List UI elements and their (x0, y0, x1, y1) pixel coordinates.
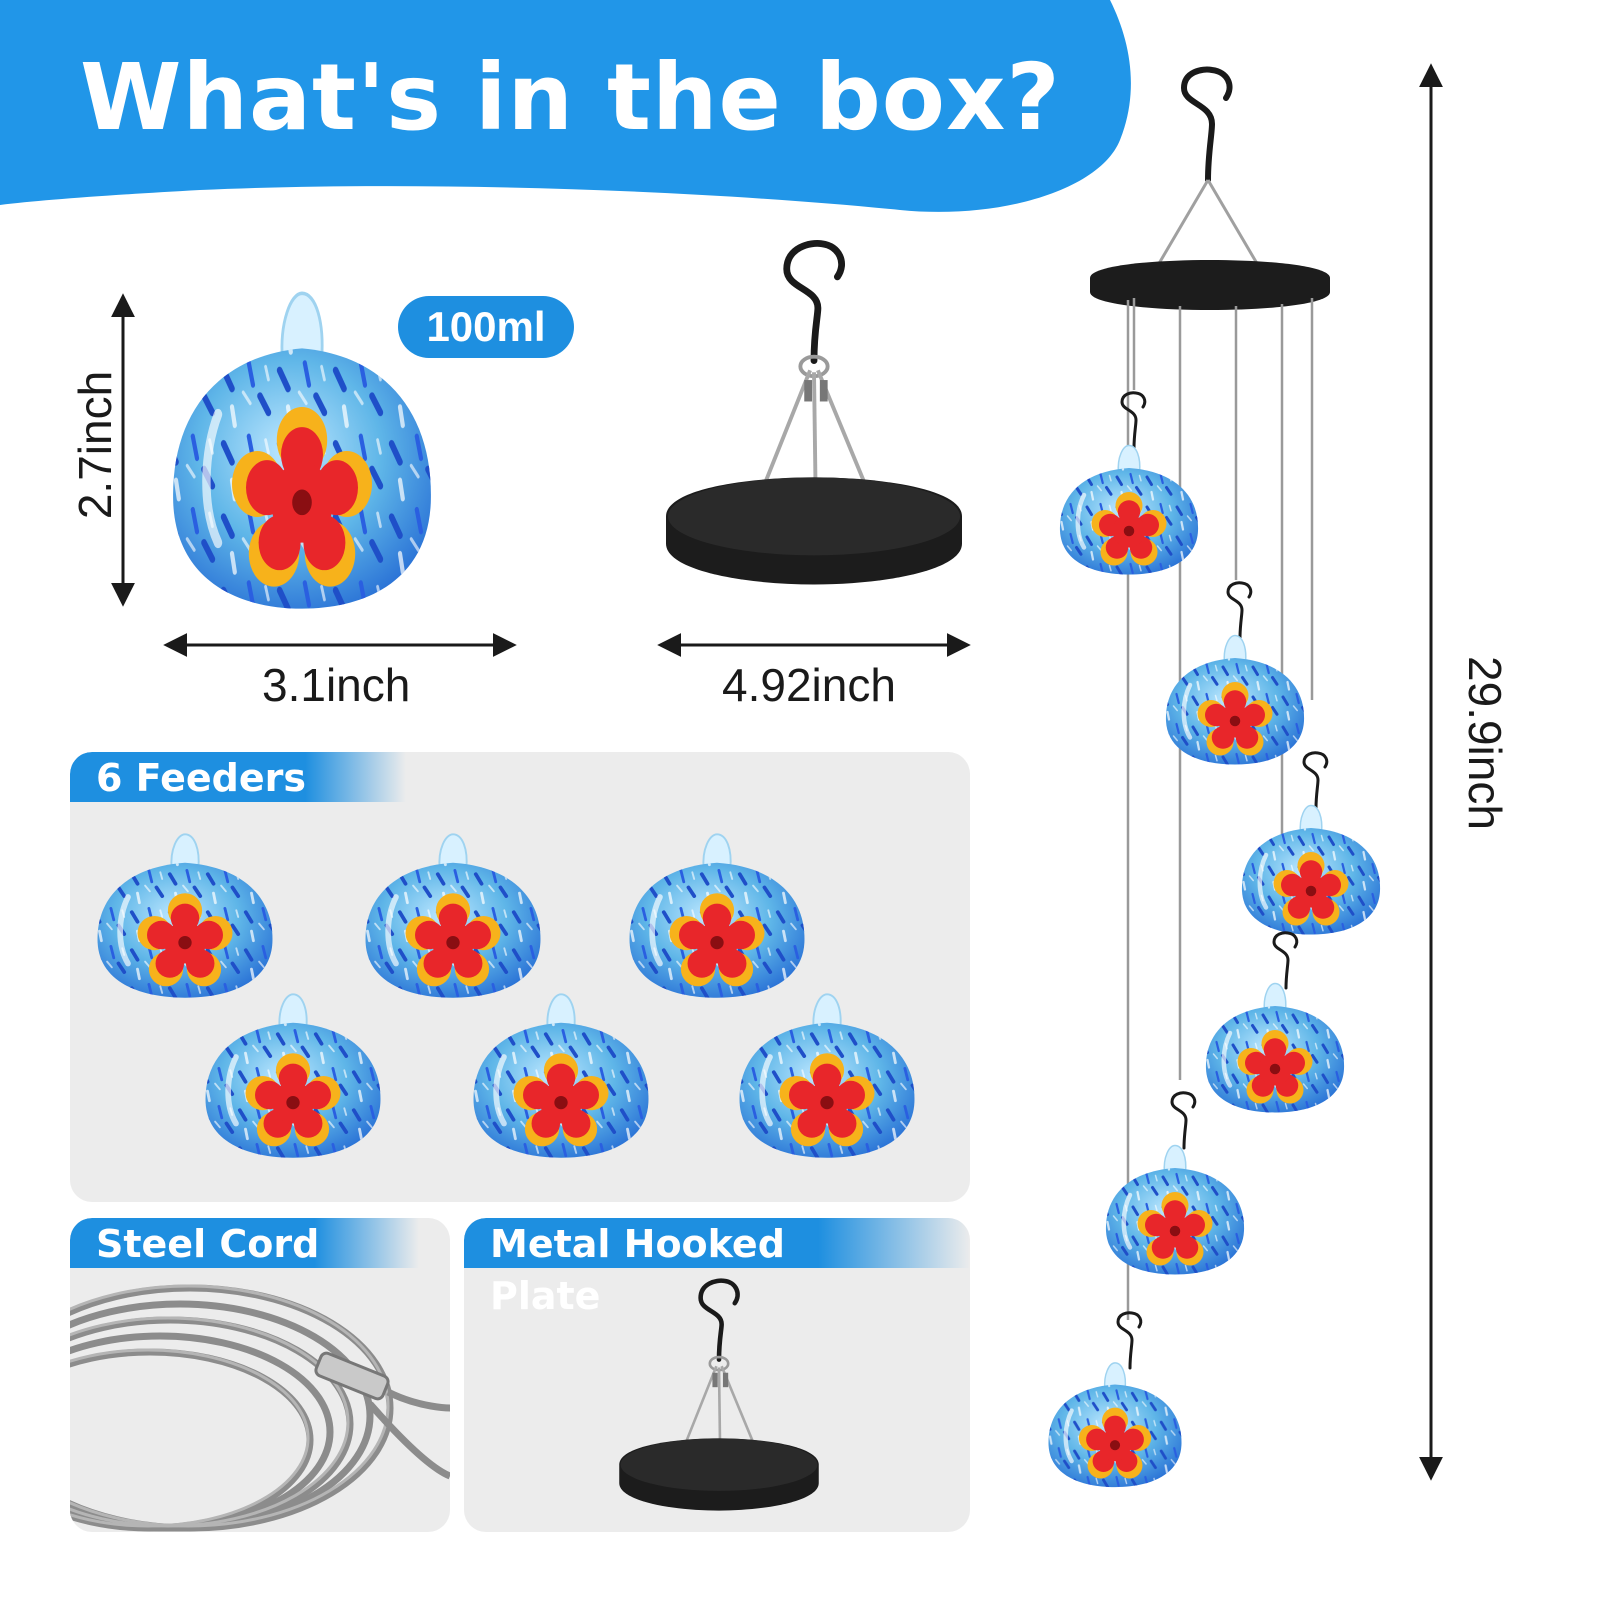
feeder-icon (732, 988, 922, 1164)
width-arrow-icon (163, 633, 517, 657)
header-banner (0, 0, 1131, 212)
hooked-plate-icon (614, 1274, 824, 1524)
feeders-panel: 6 Feeders (70, 752, 970, 1202)
steel-cord-panel-title: Steel Cord (70, 1218, 420, 1268)
hooked-plate-panel-title: Metal Hooked Plate (464, 1218, 970, 1318)
page-title: What's in the box? (80, 44, 1061, 151)
assembled-feeder-mobile (1030, 60, 1450, 1500)
height-arrow-icon (111, 293, 135, 607)
hooked-plate-panel: Metal Hooked Plate (464, 1218, 970, 1532)
feeders-panel-title: 6 Feeders (70, 752, 406, 802)
length-arrow-icon (1419, 63, 1443, 1481)
feeder-icon (622, 828, 812, 1004)
total-length-label: 29.9inch (1459, 656, 1511, 830)
plate-width-arrow-icon (657, 633, 971, 657)
feeder-icon (358, 828, 548, 1004)
hanging-plate-icon (656, 234, 972, 604)
plate-diameter-label: 4.92inch (722, 659, 896, 711)
feeder-height-label: 2.7inch (69, 370, 121, 520)
feeder-icon (90, 828, 280, 1004)
feeder-width-label: 3.1inch (262, 659, 411, 711)
capacity-badge: 100ml (398, 296, 574, 358)
steel-cord-panel: Steel Cord (70, 1218, 450, 1532)
steel-cord-coil-icon (70, 1284, 450, 1532)
feeder-icon (198, 988, 388, 1164)
feeder-icon (466, 988, 656, 1164)
